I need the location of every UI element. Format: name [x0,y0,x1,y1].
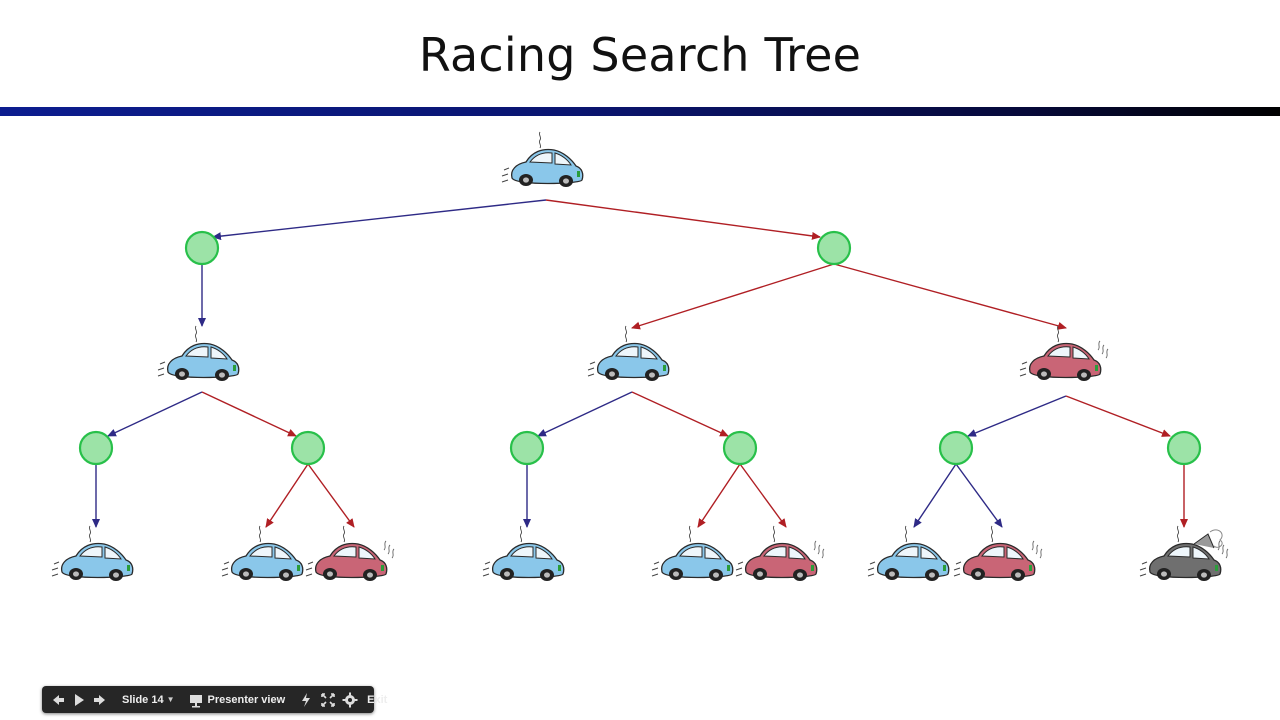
next-slide-button[interactable] [92,686,110,713]
chance-node [938,430,974,466]
exit-label: Exit [367,693,388,706]
fast-action-arrow [697,463,741,528]
slow-action-arrow [967,395,1067,437]
warm-car-icon [735,525,825,581]
slow-action-arrow [913,463,957,528]
chance-nodes [78,230,1202,466]
fast-action-arrow [201,391,297,437]
cool-car-icon [157,325,240,381]
fast-action-arrow [545,199,821,240]
chance-node [722,430,758,466]
fast-action-arrow [265,463,309,528]
fast-action-arrow [307,463,355,528]
cool-car-icon [587,325,670,381]
cool-car-icon [651,525,734,581]
slow-action-arrow [955,463,1003,528]
chance-node [509,430,545,466]
cool-car-icon [501,131,584,187]
title-rule [0,107,1280,116]
fullscreen-icon [319,691,337,709]
cool-car-icon [221,525,304,581]
slow-action-arrow [212,199,547,241]
laser-pointer-button[interactable] [297,686,315,713]
presenter-view-button[interactable]: Presenter view [187,686,286,713]
fast-action-arrow [833,263,1067,330]
warm-car-icon [1019,325,1109,381]
tree-edges [92,199,1188,528]
settings-gear-icon [341,691,359,709]
chance-node [816,230,852,266]
cool-car-icon [51,525,134,581]
fullscreen-button[interactable] [319,686,337,713]
car-states [51,131,1229,581]
chance-node [290,430,326,466]
chevron-down-icon: ▼ [166,695,175,704]
play-button[interactable] [70,686,88,713]
play-icon [70,691,88,709]
fast-action-arrow [739,463,787,528]
slide-number-label: Slide 14 [122,693,164,706]
slow-action-arrow [107,391,203,437]
presenter-toolbar: Slide 14 ▼ Presenter view Exit [42,686,387,713]
chance-node [184,230,220,266]
chance-node [78,430,114,466]
chance-node [1166,430,1202,466]
slide-menu-button[interactable]: Slide 14 ▼ [122,686,175,713]
presenter-view-label: Presenter view [207,693,286,706]
warm-car-icon [953,525,1043,581]
slow-action-arrow [537,391,633,437]
fast-action-arrow [631,263,835,330]
prev-icon [48,691,66,709]
laser-pointer-icon [297,691,315,709]
exit-button[interactable]: Exit [367,686,387,713]
overheated-car-icon [1139,525,1229,581]
settings-button[interactable] [341,686,359,713]
cool-car-icon [867,525,950,581]
presenter-icon [187,691,205,709]
next-icon [92,691,110,709]
previous-slide-button[interactable] [48,686,66,713]
slide-title: Racing Search Tree [418,28,862,82]
cool-car-icon [482,525,565,581]
fast-action-arrow [1065,395,1171,437]
warm-car-icon [305,525,395,581]
fast-action-arrow [631,391,729,437]
